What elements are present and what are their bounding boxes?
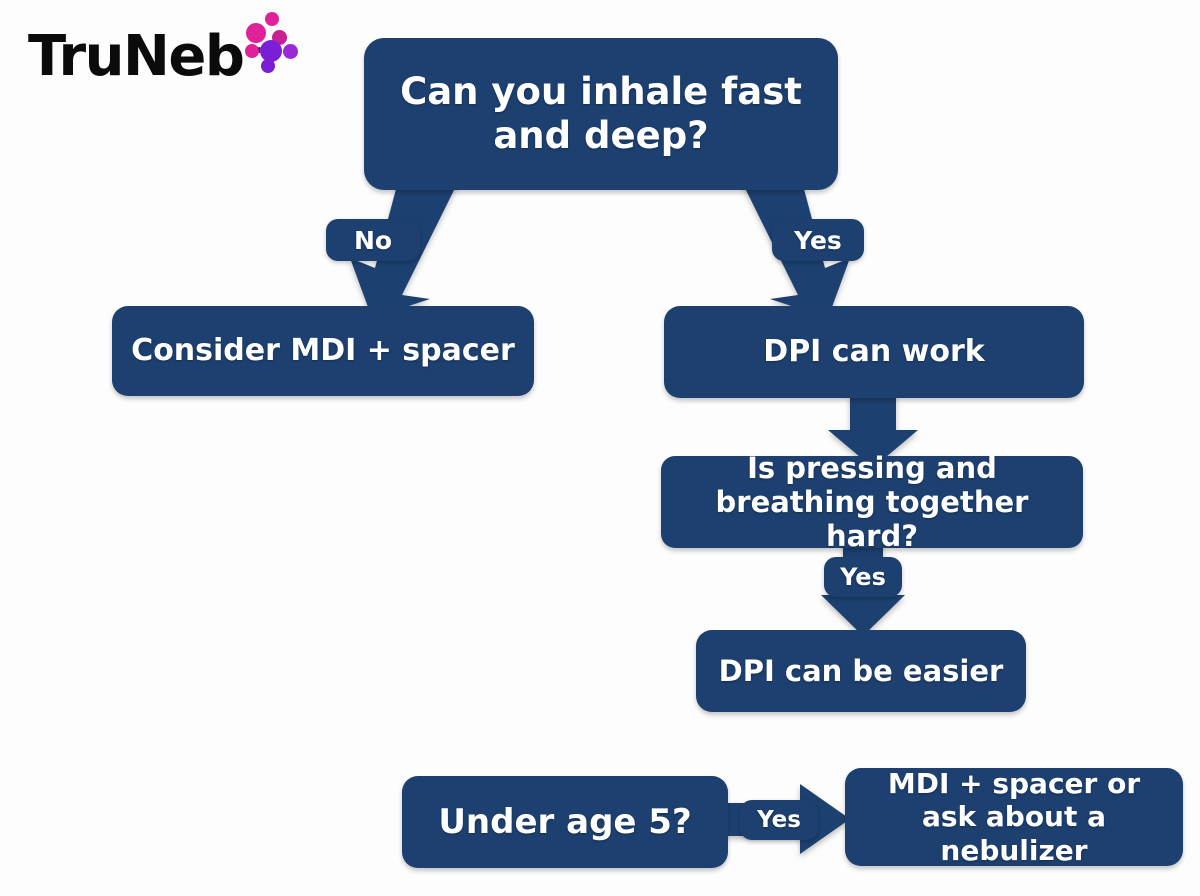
node-question-inhale-fast-deep[interactable]: Can you inhale fast and deep? (364, 38, 838, 190)
node-outcome-dpi-can-be-easier[interactable]: DPI can be easier (696, 630, 1026, 712)
node-question-pressing-breathing-hard[interactable]: Is pressing and breathing together hard? (661, 451, 1083, 553)
node-outcome-mdi-spacer-or-nebulizer[interactable]: MDI + spacer or ask about a nebulizer (845, 767, 1183, 867)
node-q1-label: Can you inhale fast and deep? (400, 70, 802, 157)
truneb-logo: TruNeb tm (28, 26, 298, 92)
edge-label-yes-age-text: Yes (757, 806, 801, 833)
node-final-label: MDI + spacer or ask about a nebulizer (887, 767, 1141, 867)
edge-label-yes-dpi-text: Yes (794, 225, 842, 255)
edge-label-no[interactable]: No (326, 219, 420, 261)
dot-center-icon (260, 40, 282, 62)
node-dpi-easy-label: DPI can be easier (718, 653, 1004, 688)
logo-wordmark: TruNeb (28, 24, 245, 89)
node-dpi-work-label: DPI can work (763, 334, 985, 370)
edge-label-yes-easier-text: Yes (840, 563, 886, 591)
node-question-under-age-5[interactable]: Under age 5? (402, 776, 728, 868)
dot-upper-left-icon (246, 23, 266, 43)
node-outcome-consider-mdi-spacer[interactable]: Consider MDI + spacer (112, 306, 534, 396)
node-age-label: Under age 5? (438, 801, 692, 842)
dot-left-icon (245, 44, 259, 58)
dot-right-icon (282, 43, 298, 59)
edge-label-yes-age[interactable]: Yes (740, 800, 818, 840)
edge-label-no-text: No (353, 225, 393, 255)
edge-label-yes-easier[interactable]: Yes (824, 557, 902, 597)
dot-bottom-icon (261, 59, 275, 73)
node-mdi-label: Consider MDI + spacer (131, 333, 515, 369)
dot-top-icon (265, 12, 279, 26)
edge-label-yes-dpi[interactable]: Yes (772, 219, 864, 261)
node-q2-label: Is pressing and breathing together hard? (715, 450, 1029, 554)
node-outcome-dpi-can-work[interactable]: DPI can work (664, 306, 1084, 398)
